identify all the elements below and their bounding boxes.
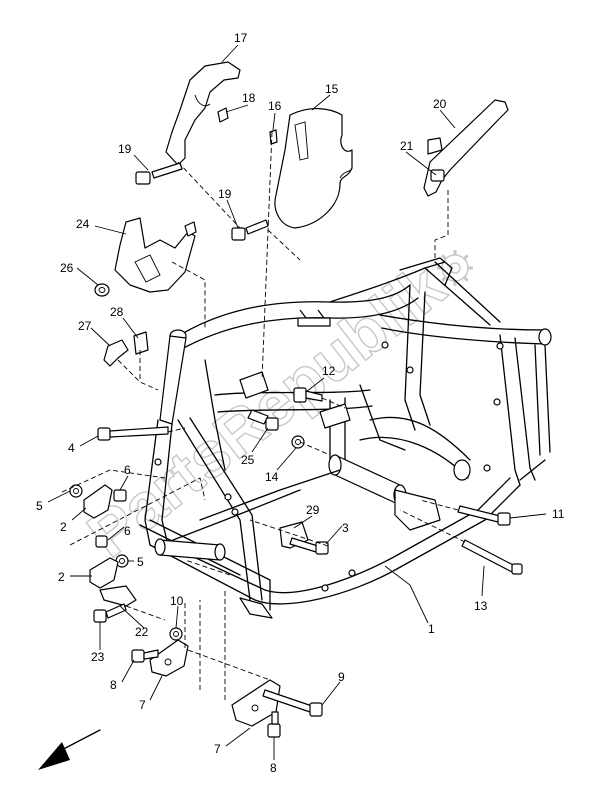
bolt-4 xyxy=(97,426,169,441)
callout-17: 17 xyxy=(234,31,248,45)
callout-12: 12 xyxy=(322,364,336,378)
callout-22: 22 xyxy=(135,625,149,639)
callout-8a: 8 xyxy=(110,678,117,692)
callout-24: 24 xyxy=(76,217,90,231)
callout-8b: 8 xyxy=(270,761,277,775)
callout-23: 23 xyxy=(91,650,105,664)
callout-7b: 7 xyxy=(214,742,221,756)
bracket-24 xyxy=(114,217,196,293)
leader-lines xyxy=(47,44,547,760)
callout-14: 14 xyxy=(265,470,279,484)
cover-plate-17 xyxy=(165,61,241,166)
callout-13: 13 xyxy=(474,599,488,613)
main-frame xyxy=(139,257,552,619)
front-arrow-icon xyxy=(38,729,101,770)
callout-21: 21 xyxy=(400,139,414,153)
callout-28: 28 xyxy=(110,305,124,319)
callout-19b: 19 xyxy=(218,187,232,201)
callout-9: 9 xyxy=(338,670,345,684)
callout-26: 26 xyxy=(60,261,74,275)
callout-3: 3 xyxy=(342,521,349,535)
bolt-19b xyxy=(231,219,269,241)
callout-2b: 2 xyxy=(58,570,65,584)
assembly-lines xyxy=(61,131,466,700)
side-cover-15 xyxy=(274,108,353,229)
callout-6a: 6 xyxy=(124,463,131,477)
callout-1: 1 xyxy=(428,622,435,636)
callout-29: 29 xyxy=(306,503,320,517)
callout-5b: 5 xyxy=(137,555,144,569)
callout-7a: 7 xyxy=(139,698,146,712)
callout-18: 18 xyxy=(242,91,256,105)
callout-19a: 19 xyxy=(118,142,132,156)
bracket-20 xyxy=(423,99,509,197)
bolt-19a xyxy=(135,162,183,185)
callout-20: 20 xyxy=(433,97,447,111)
callout-5a: 5 xyxy=(36,499,43,513)
callout-16: 16 xyxy=(268,99,282,113)
callout-4: 4 xyxy=(68,441,75,455)
callout-27: 27 xyxy=(78,319,92,333)
callout-10: 10 xyxy=(170,594,184,608)
callout-2a: 2 xyxy=(60,520,67,534)
callout-25: 25 xyxy=(241,453,255,467)
callout-6b: 6 xyxy=(124,524,131,538)
callout-15: 15 xyxy=(325,82,339,96)
callout-11: 11 xyxy=(552,507,565,521)
callout-labels: 17 18 16 15 20 19 21 19 24 26 28 27 12 4… xyxy=(36,31,565,775)
